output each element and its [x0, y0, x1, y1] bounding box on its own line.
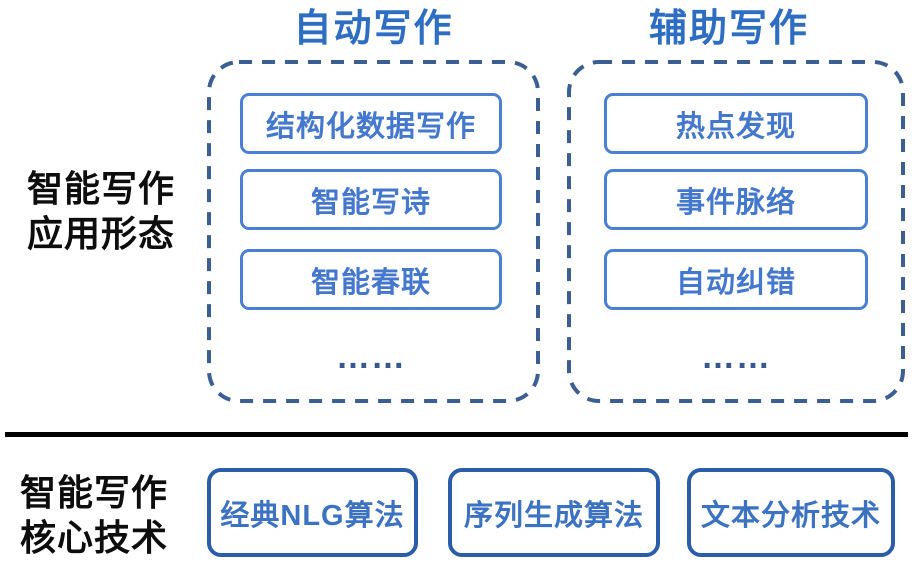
- app-item-auto-correction: 自动纠错: [604, 249, 868, 310]
- column-title-assisted-writing: 辅助写作: [648, 7, 809, 50]
- side-label-applications-line2: 应用形态: [26, 213, 175, 254]
- side-label-technologies-line1: 智能写作: [19, 472, 168, 513]
- side-label-applications-line1: 智能写作: [26, 168, 175, 209]
- section-divider: [5, 432, 908, 437]
- column-title-auto-writing: 自动写作: [293, 7, 454, 50]
- app-item-structured-data-writing: 结构化数据写作: [240, 93, 502, 154]
- tech-item-sequence-generation-algorithm: 序列生成算法: [448, 468, 660, 557]
- tech-item-classic-nlg-algorithm: 经典NLG算法: [207, 468, 418, 557]
- app-item-event-timeline: 事件脉络: [604, 169, 868, 230]
- group-outline-assisted-writing: [567, 60, 905, 403]
- dashed-border-rect: [567, 60, 905, 403]
- app-item-hotspot-discovery: 热点发现: [604, 93, 868, 154]
- side-label-applications: 智能写作 应用形态: [5, 166, 197, 256]
- ellipsis-auto-writing: ……: [336, 338, 406, 376]
- app-item-smart-poetry: 智能写诗: [240, 169, 502, 230]
- side-label-technologies: 智能写作 核心技术: [0, 470, 188, 560]
- app-item-smart-couplets: 智能春联: [240, 249, 502, 310]
- tech-item-text-analysis-technology: 文本分析技术: [687, 468, 895, 557]
- ellipsis-assisted-writing: ……: [701, 338, 771, 376]
- side-label-technologies-line2: 核心技术: [19, 517, 168, 558]
